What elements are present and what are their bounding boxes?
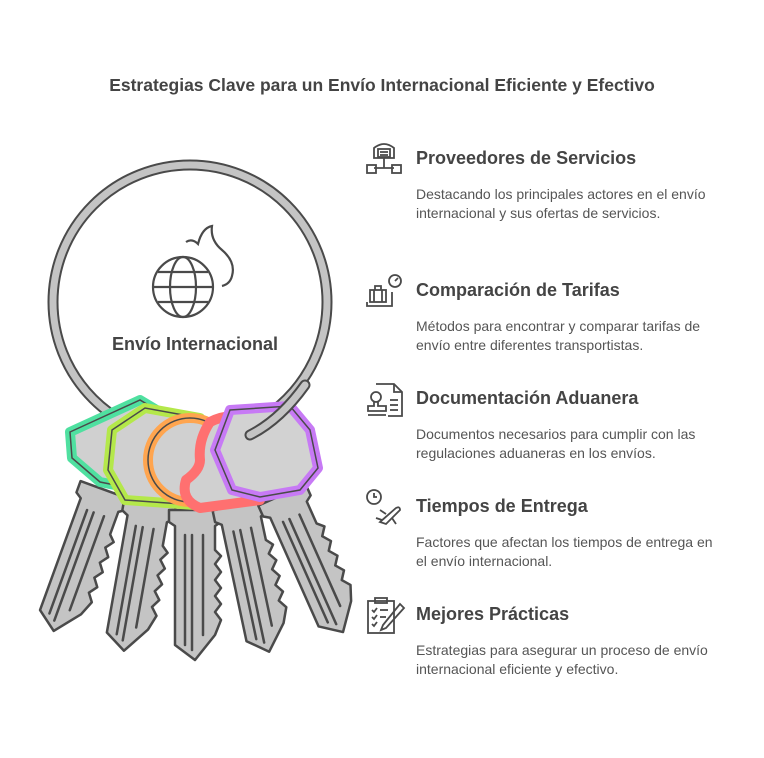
center-label: Envío Internacional bbox=[111, 334, 279, 354]
item-desc: Métodos para encontrar y comparar tarifa… bbox=[416, 318, 701, 353]
luggage-scale-icon bbox=[366, 274, 402, 307]
stamp-document-icon bbox=[367, 383, 403, 417]
item-desc: Destacando los principales actores en el… bbox=[416, 186, 706, 221]
item-desc: Documentos necesarios para cumplir con l… bbox=[416, 426, 696, 461]
globe-icon bbox=[151, 224, 234, 319]
item-desc: Estrategias para asegurar un proceso de … bbox=[416, 642, 708, 677]
item-title: Documentación Aduanera bbox=[416, 388, 639, 408]
clock-airplane-icon bbox=[366, 489, 401, 526]
clipboard-pencil-icon bbox=[367, 597, 406, 634]
item-title: Mejores Prácticas bbox=[416, 604, 570, 624]
item-title: Tiempos de Entrega bbox=[416, 496, 588, 516]
item-title: Proveedores de Servicios bbox=[416, 148, 637, 168]
item-title: Comparación de Tarifas bbox=[416, 280, 620, 300]
warehouse-network-icon bbox=[366, 143, 402, 174]
item-desc: Factores que afectan los tiempos de entr… bbox=[416, 534, 713, 569]
key-3 bbox=[167, 508, 223, 662]
page-title: Estrategias Clave para un Envío Internac… bbox=[109, 75, 655, 95]
